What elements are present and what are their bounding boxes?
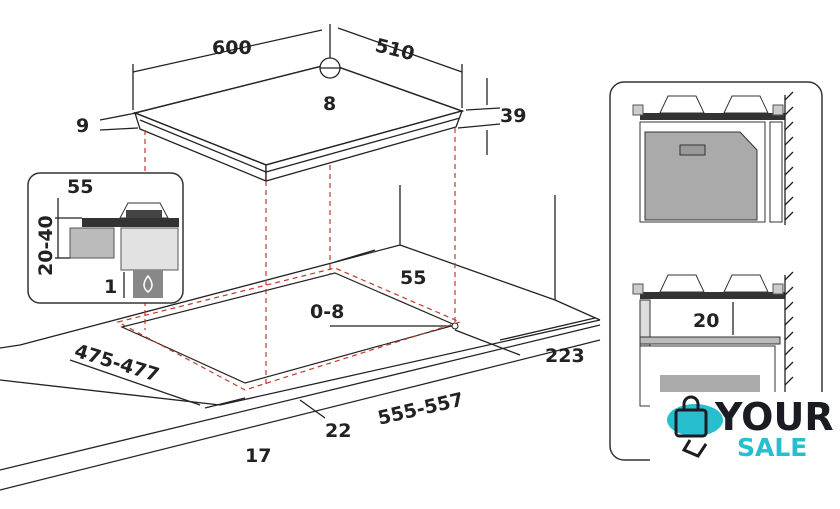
- dim-shelf-gap: 20: [693, 310, 719, 332]
- dim-front-edge: 17: [245, 445, 271, 467]
- dim-hob-height: 39: [500, 105, 526, 127]
- dim-side-clearance: 223: [545, 345, 585, 367]
- dim-inset-gap: 20-40: [35, 215, 57, 276]
- dim-hob-width: 600: [212, 37, 252, 59]
- shopping-bag-icon: [674, 408, 708, 438]
- dim-hob-center: 8: [323, 93, 336, 115]
- hob-drawing: [132, 57, 465, 182]
- dim-rear-clearance: 55: [400, 267, 426, 289]
- hand-pointer-icon: [681, 439, 708, 458]
- dim-cutout-width: 555-557: [376, 389, 466, 430]
- logo-text-sale: SALE: [737, 433, 807, 462]
- dim-hob-depth: 510: [373, 34, 417, 65]
- hob-dimension-lines: [99, 24, 501, 155]
- dim-edge-thickness: 9: [76, 115, 89, 137]
- flame-icon: [133, 270, 163, 298]
- worktop-drawing: [0, 185, 601, 491]
- dim-tolerance: 0-8: [310, 301, 344, 323]
- dim-inset-burner: 55: [67, 176, 93, 198]
- dim-front-offset: 22: [325, 420, 351, 442]
- yoursale-logo: YOUR SALE: [650, 392, 840, 470]
- dim-cutout-depth: 475-477: [72, 340, 162, 387]
- dim-inset-bottom: 1: [104, 276, 117, 298]
- logo-text-your: YOUR: [714, 395, 834, 439]
- inset-detail: [27, 172, 184, 304]
